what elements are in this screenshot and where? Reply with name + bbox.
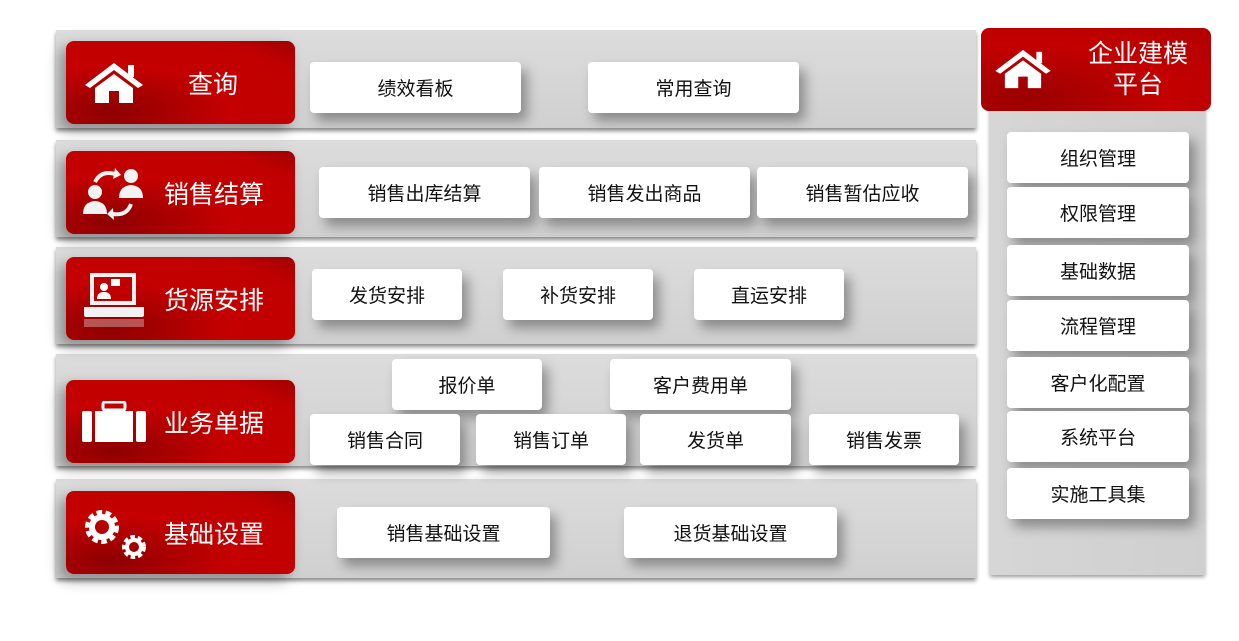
system-platform-button[interactable]: 系统平台 xyxy=(1007,411,1189,462)
common-query-button[interactable]: 常用查询 xyxy=(588,62,799,113)
sales-invoice-button[interactable]: 销售发票 xyxy=(809,414,959,465)
sales-order-button[interactable]: 销售订单 xyxy=(476,414,626,465)
delivery-note-button[interactable]: 发货单 xyxy=(640,414,791,465)
laptop-contact-icon xyxy=(76,257,152,340)
org-management-button[interactable]: 组织管理 xyxy=(1007,132,1189,183)
gears-icon xyxy=(76,491,152,574)
return-basic-settings-button[interactable]: 退货基础设置 xyxy=(624,507,837,558)
sales-basic-settings-button[interactable]: 销售基础设置 xyxy=(337,507,550,558)
platform-header: 企业建模 平台 xyxy=(981,28,1211,111)
direct-shipping-button[interactable]: 直运安排 xyxy=(694,269,844,320)
category-query[interactable]: 查询 xyxy=(66,41,295,124)
category-label: 货源安排 xyxy=(164,285,265,315)
outbound-settlement-button[interactable]: 销售出库结算 xyxy=(319,167,530,218)
people-exchange-icon xyxy=(76,151,152,234)
delivery-arrangement-button[interactable]: 发货安排 xyxy=(312,269,462,320)
basic-data-button[interactable]: 基础数据 xyxy=(1007,245,1189,296)
house-icon xyxy=(76,41,152,124)
customization-config-button[interactable]: 客户化配置 xyxy=(1007,357,1189,408)
category-documents[interactable]: 业务单据 xyxy=(66,380,295,463)
category-basic[interactable]: 基础设置 xyxy=(66,491,295,574)
estimated-receivable-button[interactable]: 销售暂估应收 xyxy=(757,167,968,218)
house-icon xyxy=(993,48,1053,94)
category-label: 基础设置 xyxy=(164,519,265,549)
workflow-management-button[interactable]: 流程管理 xyxy=(1007,300,1189,351)
replenishment-arrangement-button[interactable]: 补货安排 xyxy=(503,269,653,320)
category-supply[interactable]: 货源安排 xyxy=(66,257,295,340)
permission-management-button[interactable]: 权限管理 xyxy=(1007,187,1189,238)
performance-board-button[interactable]: 绩效看板 xyxy=(310,62,521,113)
briefcase-icon xyxy=(76,380,152,463)
customer-expense-button[interactable]: 客户费用单 xyxy=(610,359,791,410)
implementation-tools-button[interactable]: 实施工具集 xyxy=(1007,468,1189,519)
quotation-button[interactable]: 报价单 xyxy=(392,359,542,410)
category-settlement[interactable]: 销售结算 xyxy=(66,151,295,234)
category-label: 业务单据 xyxy=(164,408,265,438)
category-label: 销售结算 xyxy=(164,179,265,209)
category-label: 查询 xyxy=(188,69,239,99)
platform-title-line1: 企业建模 xyxy=(1087,39,1188,68)
platform-title-line2: 平台 xyxy=(1112,70,1163,99)
sales-contract-button[interactable]: 销售合同 xyxy=(310,414,460,465)
shipped-goods-button[interactable]: 销售发出商品 xyxy=(539,167,750,218)
